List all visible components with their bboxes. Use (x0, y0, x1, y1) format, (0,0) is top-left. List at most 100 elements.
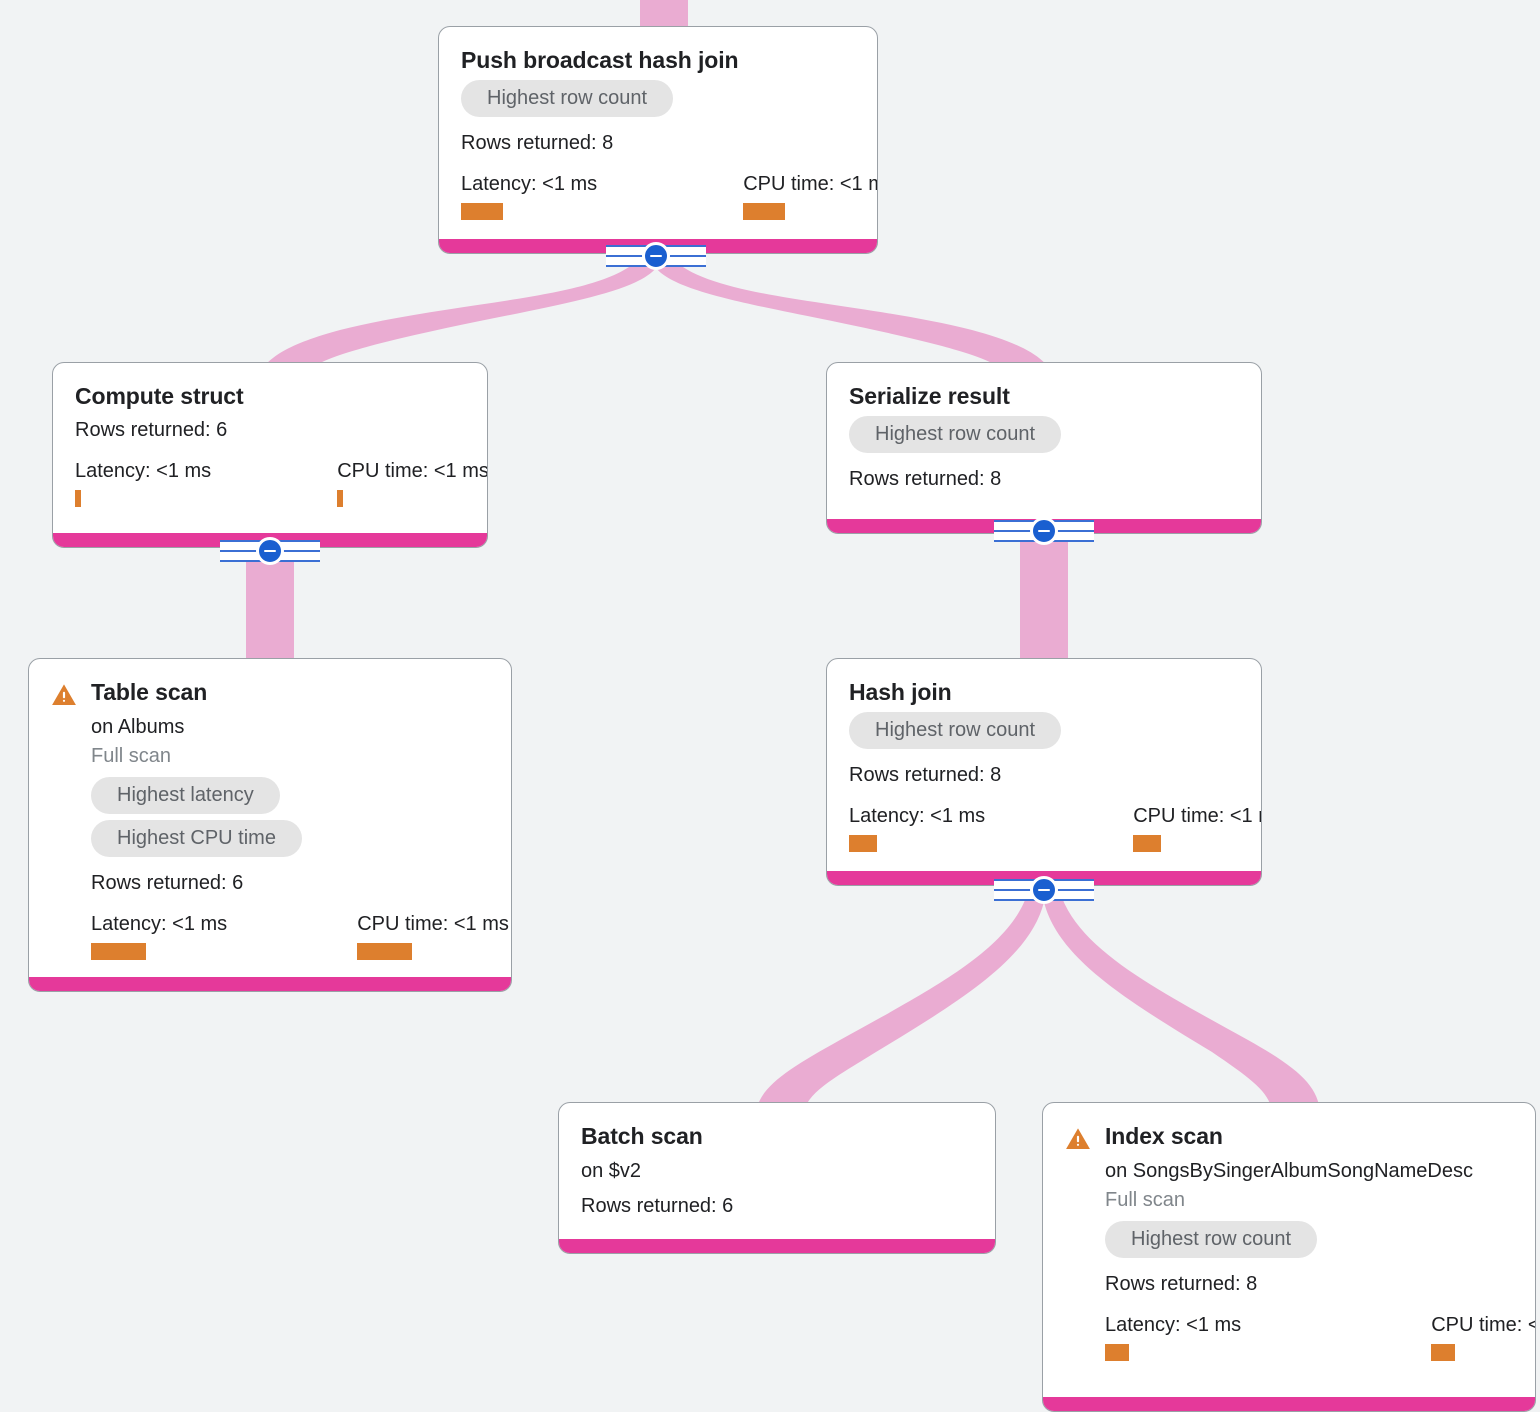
metric-latency-bar (461, 203, 503, 221)
connector-serialize-result[interactable] (994, 516, 1094, 546)
minus-circle-icon[interactable] (642, 242, 670, 270)
connector-hash-join[interactable] (994, 875, 1094, 905)
minus-circle-icon[interactable] (1030, 517, 1058, 545)
node-header-text: Index scan on SongsBySingerAlbumSongNameD… (1105, 1123, 1513, 1215)
metric-cpu-time: CPU time: <1 ms (1133, 804, 1261, 853)
badge-list: Highest latencyHighest CPU time (91, 777, 489, 863)
metric-cpu-time: CPU time: <1 ms (357, 912, 509, 961)
edge-hash-join-to-index-scan (1044, 892, 1320, 1112)
badge-highest-row-count: Highest row count (461, 80, 674, 118)
node-header: Compute struct (75, 383, 465, 410)
badge-list: Highest row count (1105, 1221, 1318, 1264)
edge-hash-join-to-batch-scan (756, 892, 1044, 1112)
connector-push-broadcast-hash-join[interactable] (606, 241, 706, 271)
metric-latency-bar (75, 490, 81, 508)
metric-cpu-time-label: CPU time: <1 ms (337, 460, 488, 483)
badge-highest-row-count: Highest row count (1105, 1221, 1318, 1259)
metric-latency: Latency: <1 ms (1105, 1313, 1242, 1362)
badge-highest-cpu-time: Highest CPU time (91, 820, 302, 858)
metric-cpu-time-label: CPU time: <1 ms (743, 173, 877, 196)
plan-node-index-scan[interactable]: Index scan on SongsBySingerAlbumSongNameD… (1042, 1102, 1536, 1412)
badge-highest-row-count: Highest row count (849, 712, 1062, 750)
metric-latency: Latency: <1 ms (461, 172, 598, 221)
node-footer-bar (559, 1239, 995, 1253)
metric-row: Latency: <1 ms CPU time: <1 ms (75, 459, 487, 508)
node-subtitle: on Albums (91, 716, 185, 739)
rows-returned-label: Rows returned: 8 (1105, 1273, 1258, 1296)
minus-circle-icon[interactable] (256, 537, 284, 565)
node-footer-bar (29, 977, 511, 991)
metric-row: Latency: <1 ms CPU time: <1 ms (461, 172, 877, 221)
metric-latency-label: Latency: <1 ms (461, 173, 598, 196)
minus-circle-icon[interactable] (1030, 876, 1058, 904)
connector-compute-struct[interactable] (220, 536, 320, 566)
rows-returned-label: Rows returned: 6 (75, 419, 228, 442)
metric-cpu-time-bar (337, 490, 344, 508)
node-footer-bar (1043, 1397, 1535, 1411)
metric-latency-bar (91, 943, 146, 961)
metric-row: Latency: <1 ms CPU time: <1 ms (1105, 1313, 1535, 1362)
node-header: Hash join (849, 679, 1239, 706)
rows-returned-label: Rows returned: 8 (849, 468, 1002, 491)
node-body: Index scan on SongsBySingerAlbumSongNameD… (1043, 1103, 1535, 1397)
node-header: Index scan on SongsBySingerAlbumSongNameD… (1065, 1123, 1513, 1215)
node-header: Batch scan on $v2 (581, 1123, 973, 1186)
badge-highest-latency: Highest latency (91, 777, 280, 815)
metric-latency: Latency: <1 ms (75, 459, 212, 508)
metric-cpu-time-label: CPU time: <1 ms (357, 913, 509, 936)
node-title: Batch scan (581, 1123, 703, 1149)
metric-latency-bar (1105, 1344, 1129, 1362)
node-title: Hash join (849, 679, 952, 705)
metric-cpu-time-bar (357, 943, 413, 961)
node-title: Index scan (1105, 1123, 1223, 1149)
node-header-text: Hash join (849, 679, 1239, 706)
metric-row: Latency: <1 ms CPU time: <1 ms (849, 804, 1261, 853)
metric-cpu-time-bar (743, 203, 786, 221)
metric-row: Latency: <1 ms CPU time: <1 ms (91, 912, 511, 961)
metric-latency-label: Latency: <1 ms (1105, 1314, 1242, 1337)
node-header: Serialize result (849, 383, 1239, 410)
metric-latency-label: Latency: <1 ms (75, 460, 212, 483)
warning-triangle-icon (1066, 1128, 1090, 1149)
metric-cpu-time-label: CPU time: <1 ms (1431, 1314, 1535, 1337)
metric-latency-label: Latency: <1 ms (91, 913, 228, 936)
node-header-text: Push broadcast hash join (461, 47, 855, 74)
node-scan-type: Full scan (1105, 1189, 1186, 1212)
metric-latency: Latency: <1 ms (91, 912, 228, 961)
node-subtitle: on $v2 (581, 1160, 642, 1183)
metric-cpu-time: CPU time: <1 ms (1431, 1313, 1535, 1362)
rows-returned-label: Rows returned: 8 (849, 764, 1002, 787)
warning-triangle-icon (52, 684, 76, 705)
node-header-text: Serialize result (849, 383, 1239, 410)
node-title: Serialize result (849, 383, 1010, 409)
badge-list: Highest row count (849, 416, 1062, 459)
node-title: Table scan (91, 679, 208, 705)
metric-cpu-time-label: CPU time: <1 ms (1133, 805, 1261, 828)
rows-returned-label: Rows returned: 8 (461, 132, 614, 155)
badge-highest-row-count: Highest row count (849, 416, 1062, 454)
metric-latency-label: Latency: <1 ms (849, 805, 986, 828)
node-header-text: Compute struct (75, 383, 465, 410)
metric-cpu-time-bar (1431, 1344, 1456, 1362)
node-title: Compute struct (75, 383, 244, 409)
node-scan-type: Full scan (91, 745, 172, 768)
metric-latency: Latency: <1 ms (849, 804, 986, 853)
node-subtitle: on SongsBySingerAlbumSongNameDesc (1105, 1160, 1473, 1183)
rows-returned-label: Rows returned: 6 (91, 872, 244, 895)
metric-latency-bar (849, 835, 877, 853)
